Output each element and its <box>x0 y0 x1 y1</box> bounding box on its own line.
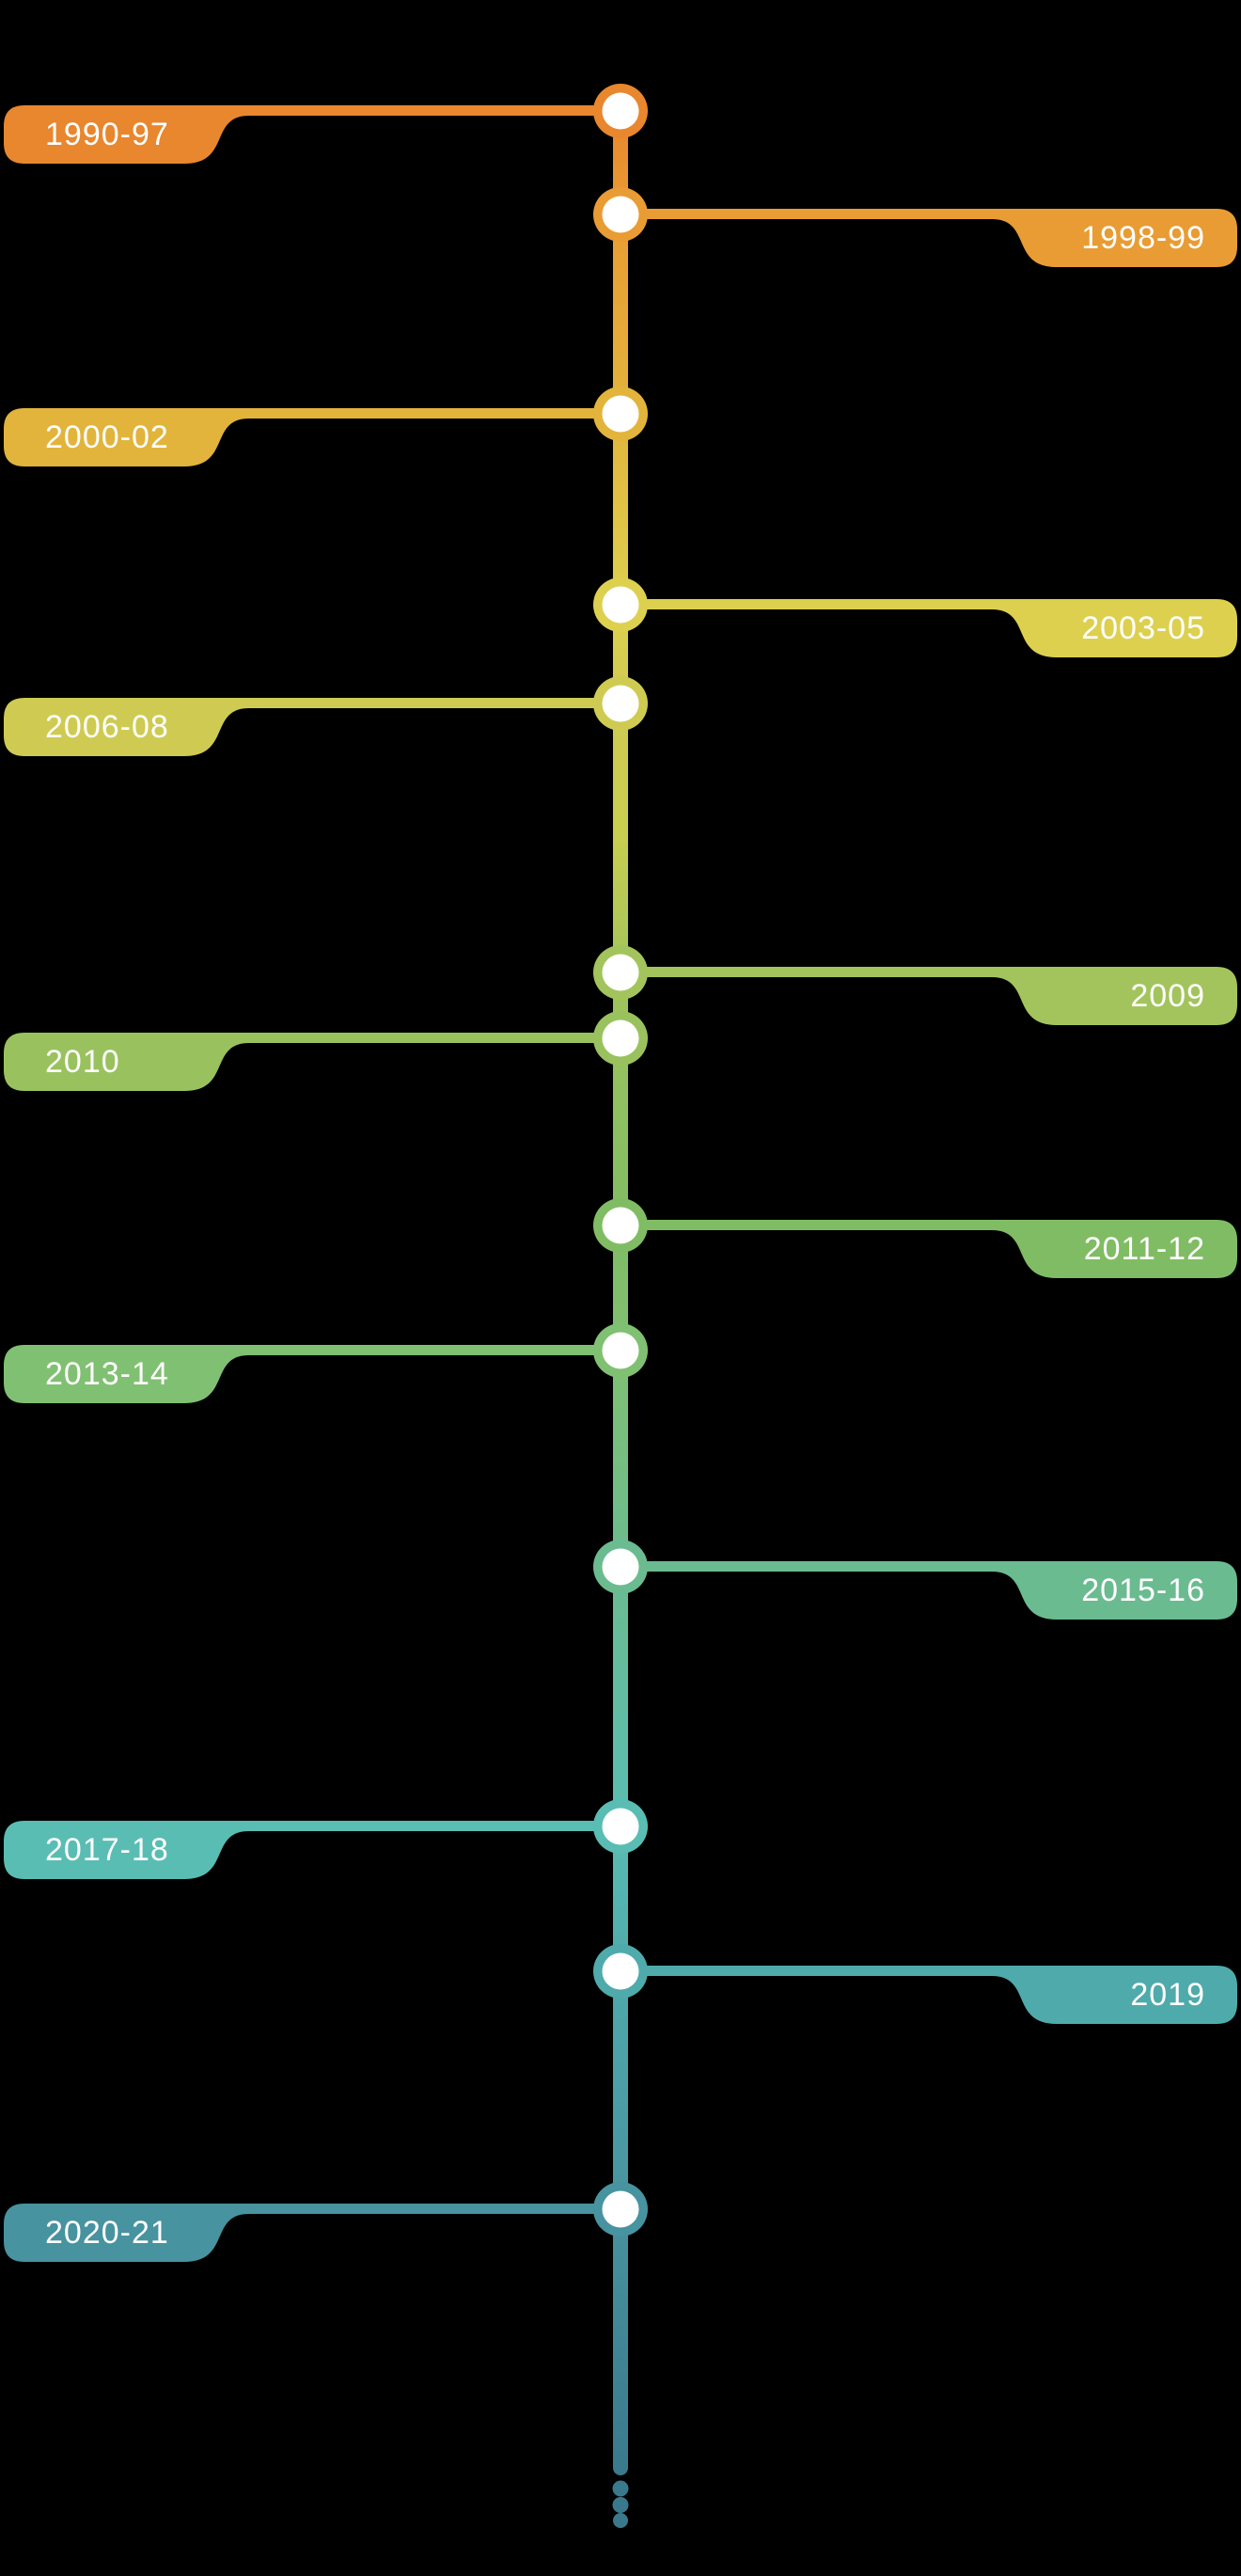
entry-label: 2009 <box>1130 978 1205 1014</box>
timeline-entry-2020-21: 2020-21 <box>4 2182 648 2262</box>
entry-label: 2000-02 <box>45 419 169 455</box>
entry-label: 2003-05 <box>1081 610 1205 646</box>
timeline-entry-2013-14: 2013-14 <box>4 1323 648 1403</box>
entry-label: 2017-18 <box>45 1832 169 1868</box>
entry-banner <box>4 408 620 466</box>
end-dot <box>613 2513 628 2528</box>
timeline-entry-2011-12: 2011-12 <box>593 1198 1237 1278</box>
timeline-end-dots <box>612 2480 629 2528</box>
timeline-entry-2019: 2019 <box>593 1944 1237 2024</box>
timeline-entry-2017-18: 2017-18 <box>4 1799 648 1879</box>
entry-banner <box>4 1033 620 1091</box>
entry-banner <box>620 1966 1237 2024</box>
timeline-entry-2015-16: 2015-16 <box>593 1540 1237 1620</box>
entry-banner <box>620 967 1237 1025</box>
entry-banner <box>620 1220 1237 1278</box>
timeline-entries: 1990-97 1998-99 2000-02 2003-05 2006-08 2009 2… <box>4 84 1237 2262</box>
end-dot <box>612 2480 629 2497</box>
entry-label: 2015-16 <box>1081 1572 1205 1608</box>
entry-node-core <box>602 685 639 722</box>
entry-node-core <box>602 1548 639 1586</box>
entry-node-core <box>602 1952 639 1990</box>
timeline-entry-1998-99: 1998-99 <box>593 187 1237 267</box>
entry-node-core <box>602 1207 639 1244</box>
entry-label: 2006-08 <box>45 709 169 745</box>
entry-banner <box>620 1561 1237 1620</box>
entry-label: 2013-14 <box>45 1356 169 1392</box>
entry-banner <box>4 105 620 164</box>
entry-label: 2011-12 <box>1084 1231 1205 1267</box>
entry-node-core <box>602 954 639 991</box>
entry-label: 2019 <box>1130 1977 1205 2013</box>
entry-label: 2010 <box>45 1044 120 1080</box>
timeline-entry-2000-02: 2000-02 <box>4 387 648 466</box>
timeline-axis-line <box>613 111 628 2475</box>
entry-node-core <box>602 1019 639 1057</box>
entry-node-core <box>602 92 639 130</box>
entry-node-core <box>602 586 639 624</box>
entry-banner <box>4 1345 620 1403</box>
entry-node-core <box>602 2190 639 2228</box>
timeline-entry-2006-08: 2006-08 <box>4 676 648 756</box>
timeline-entry-2010: 2010 <box>4 1011 648 1091</box>
entry-banner <box>4 1821 620 1879</box>
entry-label: 2020-21 <box>45 2215 169 2251</box>
entry-node-core <box>602 1332 639 1369</box>
entry-banner <box>4 698 620 756</box>
end-dot <box>612 2497 629 2513</box>
timeline-entry-2009: 2009 <box>593 945 1237 1025</box>
entry-banner <box>620 599 1237 657</box>
entry-node-core <box>602 395 639 433</box>
entry-banner <box>620 209 1237 267</box>
entry-label: 1990-97 <box>45 117 169 152</box>
entry-banner <box>4 2204 620 2262</box>
entry-label: 1998-99 <box>1081 220 1205 256</box>
entry-node-core <box>602 1808 639 1845</box>
timeline-entry-1990-97: 1990-97 <box>4 84 648 164</box>
entry-node-core <box>602 196 639 233</box>
timeline-entry-2003-05: 2003-05 <box>593 577 1237 657</box>
